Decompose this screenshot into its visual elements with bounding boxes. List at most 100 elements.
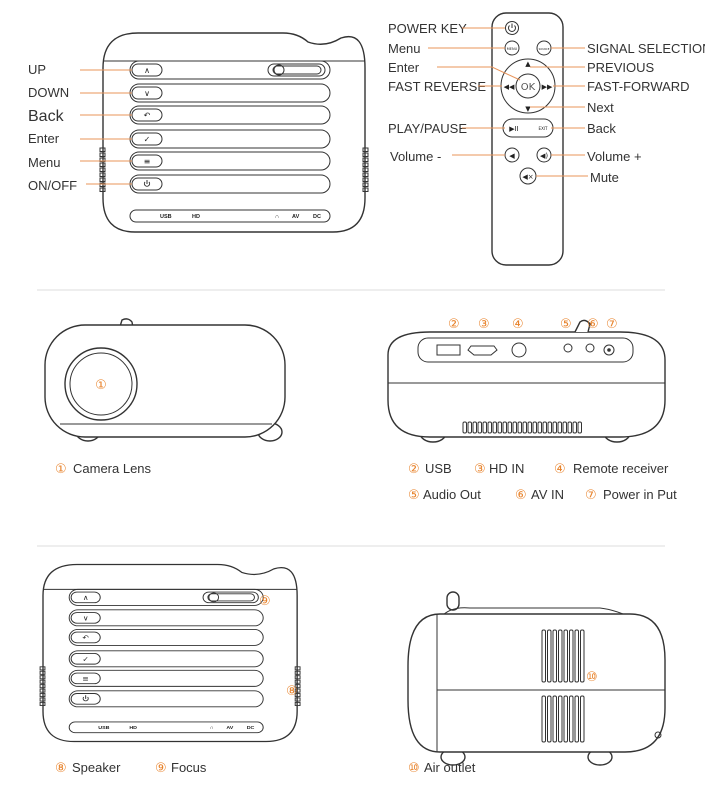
speaker-grille xyxy=(39,684,46,689)
speaker-grille xyxy=(99,182,106,187)
vent-slot xyxy=(567,421,572,434)
vent xyxy=(462,421,582,434)
label-air-outlet: Air outlet xyxy=(424,760,476,775)
vent-slot xyxy=(563,629,568,683)
speaker-grille xyxy=(294,670,301,675)
speaker-grille xyxy=(362,152,369,157)
speaker-grille xyxy=(362,182,369,187)
callout-number: ⑤ xyxy=(560,317,572,332)
label-down: DOWN xyxy=(28,85,69,100)
back-icon: ↶ xyxy=(143,111,151,120)
remote-body xyxy=(491,12,564,266)
vent-slot xyxy=(574,695,579,743)
speaker-grille xyxy=(294,684,301,689)
label-menu: Menu xyxy=(388,41,421,56)
speaker-grille xyxy=(39,693,46,698)
focus-slider-track xyxy=(207,593,255,602)
down-icon: ∨ xyxy=(83,614,89,623)
focus-slider xyxy=(202,591,259,604)
speaker-grille xyxy=(99,177,106,182)
label-hd-in: HD IN xyxy=(489,461,524,476)
vent-slot xyxy=(541,695,546,743)
speaker-grille xyxy=(362,167,369,172)
port-label: DC xyxy=(313,214,321,220)
port-label: ∩ xyxy=(210,725,214,731)
label-up: UP xyxy=(28,62,46,77)
vent-slot xyxy=(487,421,492,434)
callout-number: ⑨ xyxy=(259,594,271,609)
focus-slider-track xyxy=(272,65,322,75)
callout-number: ② xyxy=(448,317,460,332)
vent-slot xyxy=(558,629,563,683)
label-usb: USB xyxy=(425,461,452,476)
audio-out-port xyxy=(563,343,573,353)
speaker-grille xyxy=(39,688,46,693)
button-row-menu xyxy=(68,669,264,687)
vent-slot xyxy=(574,629,579,683)
vent-slot xyxy=(532,421,537,434)
svg-text:SOURCE: SOURCE xyxy=(539,47,550,51)
menu-icon: ≡ xyxy=(82,674,88,683)
panel-body xyxy=(42,563,298,743)
callout-number: ⑩ xyxy=(586,670,598,685)
back-icon: ↶ xyxy=(82,633,88,642)
speaker-grille xyxy=(362,157,369,162)
port-strip xyxy=(68,721,264,734)
vent-slot xyxy=(522,421,527,434)
port-label: HD xyxy=(129,725,137,731)
next-icon: ▼ xyxy=(525,105,531,113)
label-volume-up: Volume + xyxy=(587,149,642,164)
power-button xyxy=(70,693,101,705)
camera-lens xyxy=(64,347,138,421)
label-fast-reverse: FAST REVERSE xyxy=(388,79,486,94)
port-label: AV xyxy=(292,214,300,220)
remote-callouts xyxy=(428,27,588,177)
callout-number: ③ xyxy=(474,462,486,477)
vent-slot xyxy=(507,421,512,434)
label-focus: Focus xyxy=(171,760,207,775)
speaker-grille xyxy=(294,675,301,680)
vent-slot xyxy=(563,695,568,743)
vent-slot xyxy=(462,421,467,434)
callout-number: ⑧ xyxy=(286,684,298,699)
speaker-grille xyxy=(39,675,46,680)
label-previous: PREVIOUS xyxy=(587,60,655,75)
speaker-grille xyxy=(99,147,106,152)
panel-callouts: UP DOWN Back Enter Menu ON/OFF xyxy=(28,62,132,193)
speaker-grille xyxy=(294,693,301,698)
callout-number: ⑦ xyxy=(585,488,597,503)
callout-number: ④ xyxy=(554,462,566,477)
focus-slider-knob xyxy=(208,592,220,603)
vent-slot xyxy=(497,421,502,434)
speaker-grille xyxy=(39,670,46,675)
label-av-in: AV IN xyxy=(531,487,564,502)
play-pause-icon: ▶II xyxy=(509,125,519,133)
label-power-in-put: Power in Put xyxy=(603,487,677,502)
label-power-key: POWER KEY xyxy=(388,21,467,36)
av-in-port xyxy=(585,343,595,353)
vent-slot xyxy=(477,421,482,434)
port-label: DC xyxy=(247,725,255,731)
callout-number: ② xyxy=(408,462,420,477)
callout-number: ⑧ xyxy=(55,761,67,776)
vent-slot xyxy=(562,421,567,434)
vent-slot xyxy=(569,629,574,683)
vent-slot xyxy=(482,421,487,434)
enter-icon: ✓ xyxy=(144,135,151,144)
down-button xyxy=(70,612,101,624)
port-label: HD xyxy=(192,214,200,220)
label-camera-lens: Camera Lens xyxy=(73,461,152,476)
up-button xyxy=(70,591,101,604)
vent-slot xyxy=(552,421,557,434)
vent-slot xyxy=(492,421,497,434)
callout-number: ⑥ xyxy=(515,488,527,503)
focus-slider-knob xyxy=(273,64,285,76)
label-enter: Enter xyxy=(388,60,420,75)
speaker-grille xyxy=(294,697,301,702)
focus-slider xyxy=(267,63,326,77)
port-label: USB xyxy=(98,725,110,731)
previous-icon: ▲ xyxy=(525,60,531,68)
